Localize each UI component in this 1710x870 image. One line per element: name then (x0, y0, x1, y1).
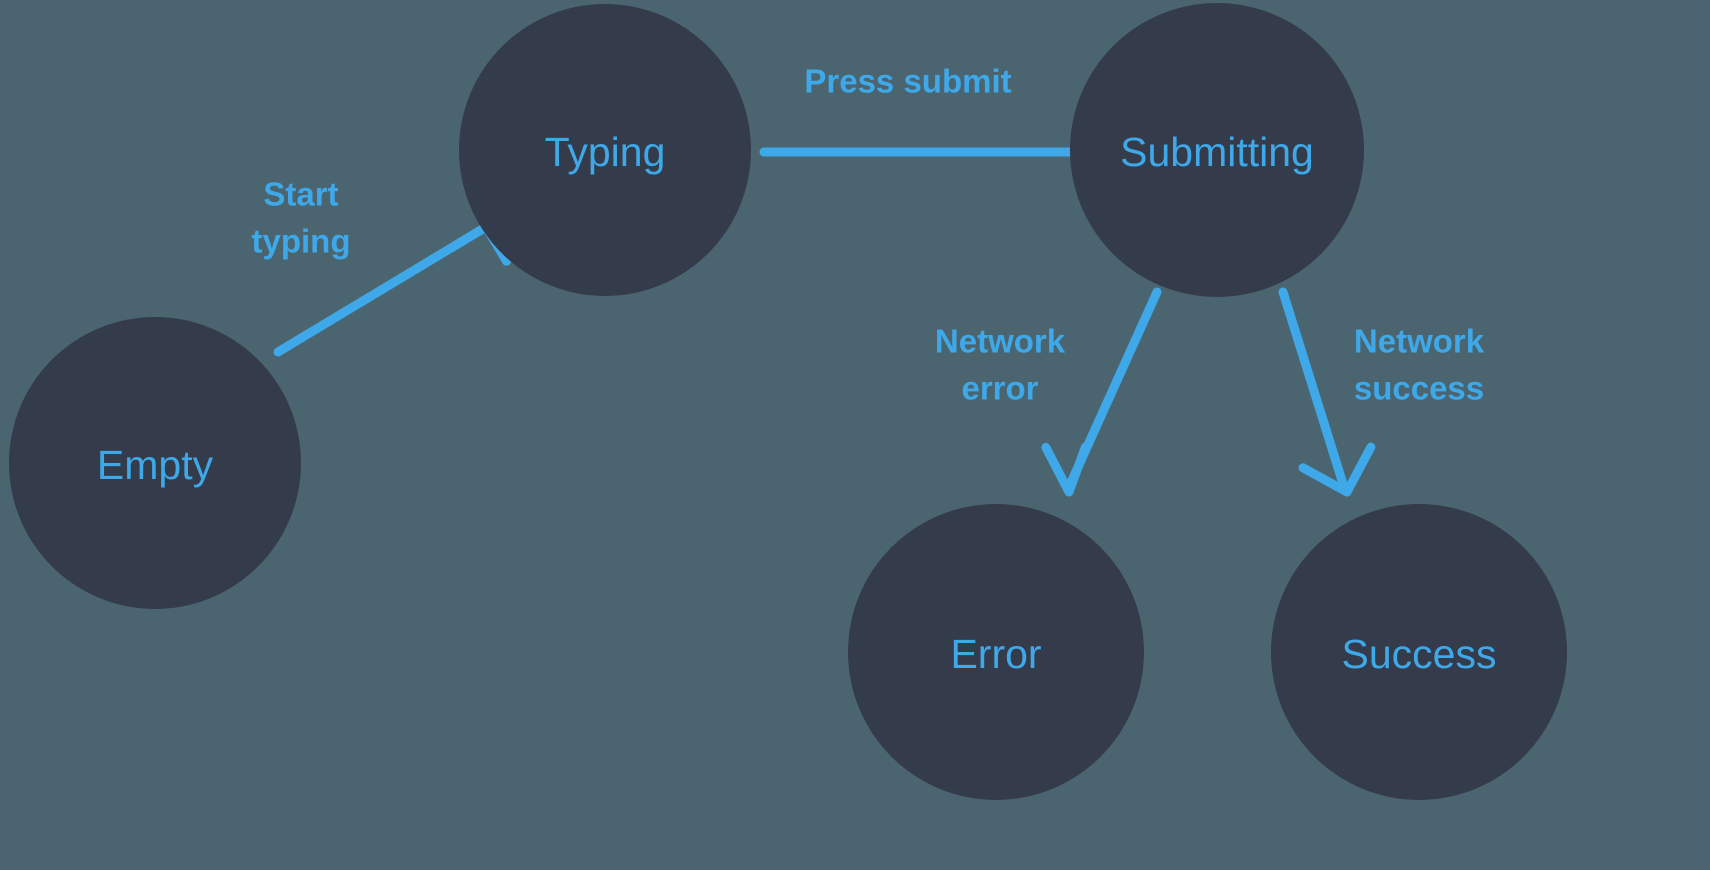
state-label-empty: Empty (97, 442, 214, 488)
state-label-submitting: Submitting (1120, 129, 1314, 175)
state-node-empty[interactable]: Empty (9, 317, 301, 609)
state-node-typing[interactable]: Typing (459, 4, 751, 296)
state-circle-submitting[interactable] (1070, 3, 1364, 297)
arrowhead-network-success (1298, 442, 1376, 497)
edge-label-network-error-line2: error (961, 370, 1038, 407)
edge-label-start-typing-line1: Start (263, 176, 338, 213)
state-circle-success[interactable] (1271, 504, 1567, 800)
edge-label-press-submit: Press submit (804, 63, 1011, 100)
state-label-error: Error (950, 631, 1041, 677)
edge-line-network-success (1278, 287, 1349, 492)
state-node-submitting[interactable]: Submitting (1070, 3, 1364, 297)
edge-label-network-success-line1: Network (1354, 323, 1485, 360)
edge-start-typing: Start typing (252, 176, 512, 357)
edge-label-network-error-line1: Network (935, 323, 1066, 360)
state-node-success[interactable]: Success (1271, 504, 1567, 800)
edge-label-start-typing-line2: typing (252, 223, 351, 260)
edge-line-start-typing (273, 225, 486, 357)
edge-label-network-success-line2: success (1354, 370, 1484, 407)
state-label-typing: Typing (545, 129, 666, 175)
edge-network-error: Network error (935, 287, 1162, 497)
arrowhead-network-error (1041, 442, 1090, 497)
state-circle-empty[interactable] (9, 317, 301, 609)
state-label-success: Success (1342, 631, 1497, 677)
state-circle-error[interactable] (848, 504, 1144, 800)
edge-network-success: Network success (1278, 287, 1485, 497)
state-node-error[interactable]: Error (848, 504, 1144, 800)
state-circle-typing[interactable] (459, 4, 751, 296)
